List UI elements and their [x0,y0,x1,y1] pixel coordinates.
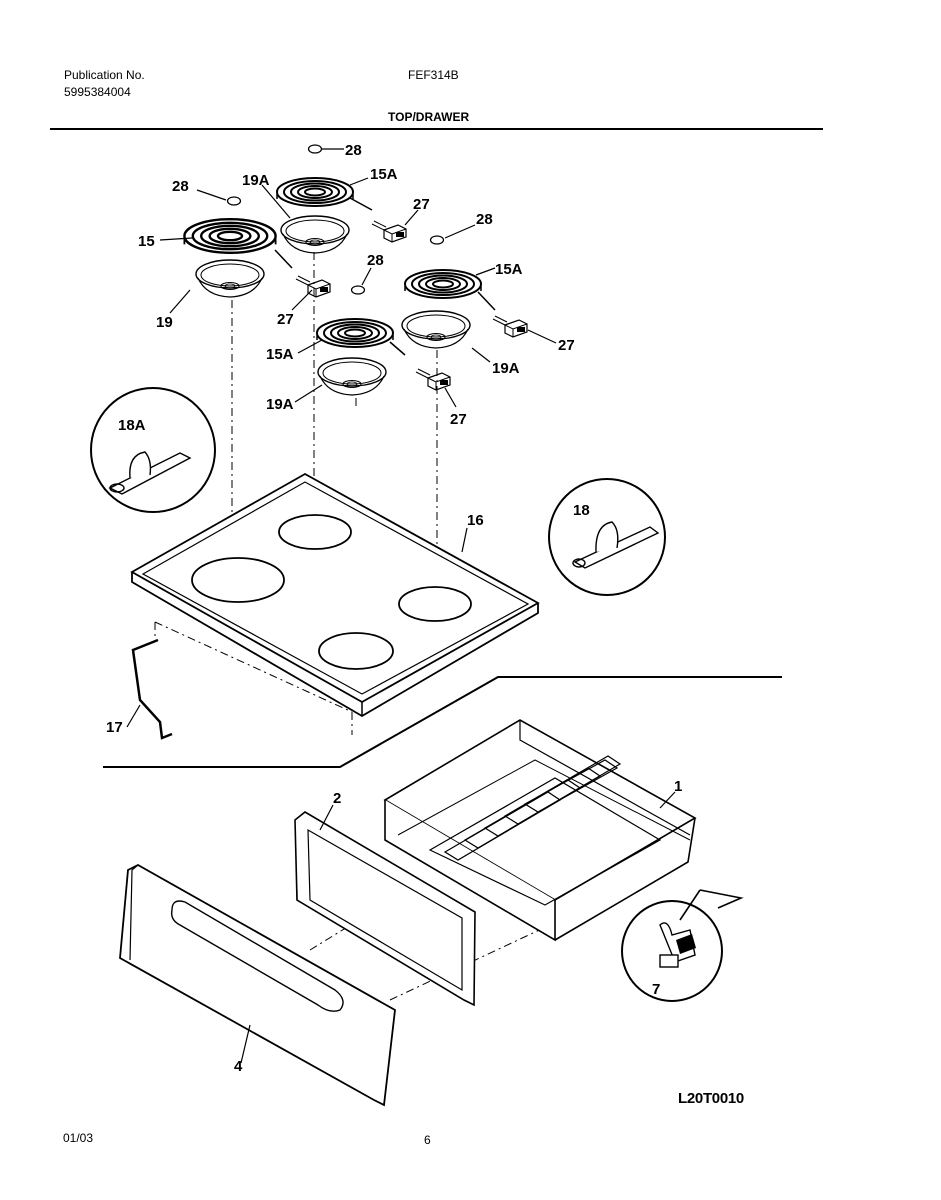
page-number: 6 [424,1133,431,1147]
rod-part-17 [131,638,173,740]
callout-15a: 15A [370,166,398,183]
model-number: FEF314B [408,68,459,82]
callout-28: 28 [172,178,189,195]
drip-bowl-part-19 [195,259,265,298]
callout-4: 4 [234,1058,243,1075]
callout-15a: 15A [495,261,523,278]
callout-labels: 28 28 19A 15A 27 28 15 28 15A 19 27 27 1… [106,142,682,1075]
callout-19: 19 [156,314,173,331]
callout-18a: 18A [118,417,146,434]
leader-lines [126,148,676,1064]
callout-19a: 19A [242,172,270,189]
trim-ring-part-28 [429,235,445,245]
callout-19a: 19A [266,396,294,413]
callout-27: 27 [413,196,430,213]
header-rule [50,128,823,130]
publication-number: 5995384004 [64,85,131,99]
section-divider [103,676,782,768]
surface-element-part-15 [183,217,277,255]
callout-15a: 15A [266,346,294,363]
trim-ring-part-28 [226,196,242,206]
drawer-part-1 [383,719,697,942]
detail-circle-7 [621,889,744,1002]
detail-circle-18a [90,387,216,513]
callout-28: 28 [476,211,493,228]
drip-bowl-part-19a [317,357,387,396]
drawer-panel-part-2 [294,811,476,1007]
callout-7: 7 [652,981,660,998]
receptacle-part-27 [295,275,331,298]
callout-18: 18 [573,502,590,519]
callout-2: 2 [333,790,341,807]
callout-1: 1 [674,778,682,795]
callout-19a: 19A [492,360,520,377]
callout-15: 15 [138,233,155,250]
callout-17: 17 [106,719,123,736]
receptacle-part-27 [415,368,451,391]
cooktop-part-16 [130,472,540,718]
publication-label: Publication No. [64,68,145,82]
callout-27: 27 [450,411,467,428]
trim-ring-part-28 [350,285,366,295]
diagram-id: L20T0010 [678,1090,744,1107]
callout-27: 27 [277,311,294,328]
detail-circle-18 [548,478,666,596]
drawer-front-part-4 [119,863,396,1107]
receptacle-part-27 [492,315,528,338]
surface-element-part-15a [316,318,394,348]
footer-date: 01/03 [63,1131,94,1145]
callout-27: 27 [558,337,575,354]
drip-bowl-part-19a [280,215,350,254]
callout-28: 28 [345,142,362,159]
surface-element-part-15a [404,269,482,299]
section-title: TOP/DRAWER [388,110,470,124]
callout-16: 16 [467,512,484,529]
drip-bowl-part-19a [401,310,471,349]
surface-element-part-15a [276,177,354,207]
trim-ring-part-28 [307,144,323,154]
callout-28: 28 [367,252,384,269]
surface-elements [183,144,528,396]
receptacle-part-27 [371,220,407,243]
